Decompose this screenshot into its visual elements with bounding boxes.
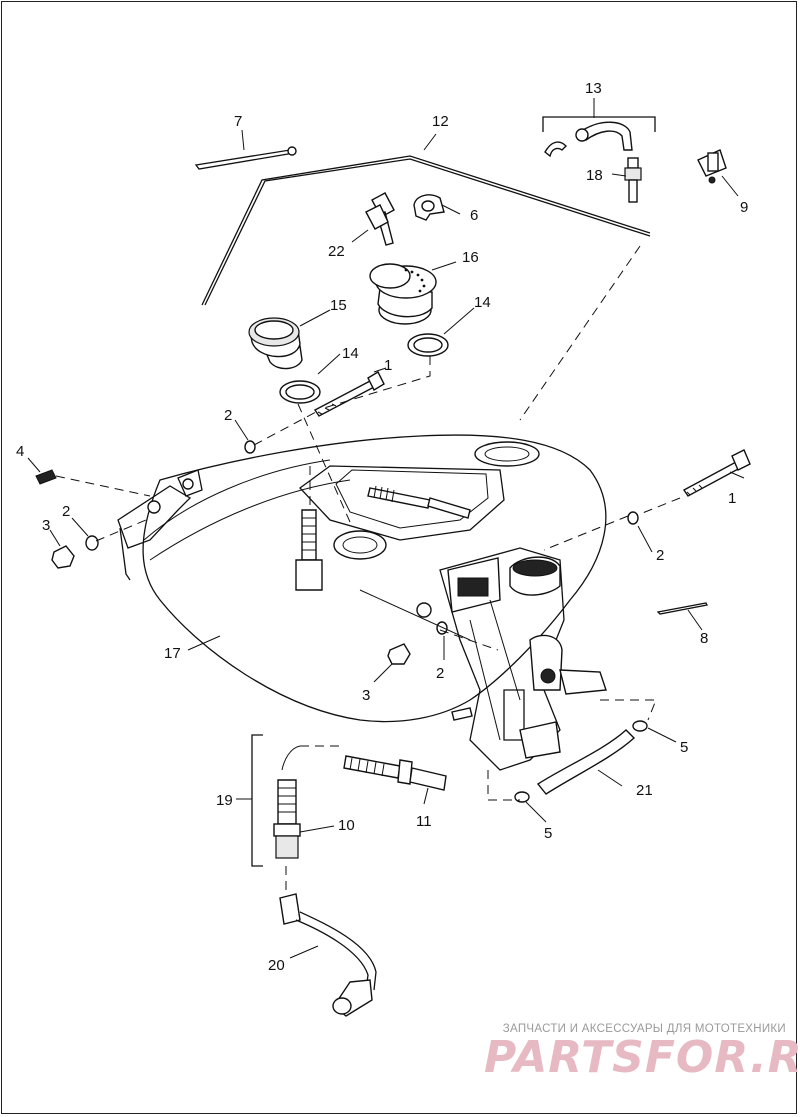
vent-valve-part <box>624 157 642 203</box>
washer-2b <box>85 535 99 551</box>
hose-21 <box>536 729 636 795</box>
clamp-5b <box>514 791 530 803</box>
wire-rod-outline <box>204 158 651 306</box>
callout-labels: 1 1 2 2 2 2 3 3 4 5 5 6 7 8 9 10 11 12 1… <box>16 80 748 974</box>
callout-1b: 1 <box>728 490 736 507</box>
fuel-tank-part <box>117 434 607 723</box>
fuel-cap-right-part <box>369 263 437 325</box>
callout-11: 11 <box>416 813 432 830</box>
washer-2a <box>244 440 256 454</box>
gasket-14-right <box>407 333 449 357</box>
callout-12: 12 <box>432 113 449 130</box>
fuel-fitting-11 <box>343 755 447 791</box>
washer-2c <box>627 511 639 525</box>
wire-rod-part <box>201 155 651 306</box>
callout-21: 21 <box>636 782 653 799</box>
bolt-1-left-part <box>313 371 385 417</box>
bolt-1-right-part <box>682 449 751 497</box>
watermark-tagline: ЗАПЧАСТИ И АКСЕССУАРЫ ДЛЯ МОТОТЕХНИКИ <box>502 1023 786 1035</box>
gasket-14-left <box>279 380 321 404</box>
clip-part-9 <box>697 149 727 184</box>
clip-nut-4 <box>35 469 57 485</box>
callout-7: 7 <box>234 113 242 130</box>
acorn-nut-3a <box>51 545 75 569</box>
callout-6: 6 <box>470 207 478 224</box>
clamp-5a <box>632 720 648 732</box>
callout-4: 4 <box>16 443 24 460</box>
key-part <box>365 192 395 246</box>
fuel-pump-module-part <box>439 547 607 771</box>
callout-2c: 2 <box>656 547 664 564</box>
callout-22: 22 <box>328 243 345 260</box>
callout-5b: 5 <box>544 825 552 842</box>
fuel-fitting-10 <box>273 745 301 859</box>
vent-hose-part <box>542 116 656 158</box>
crossover-line-20 <box>279 893 377 1017</box>
watermark-logo: PARTSFOR.RU <box>484 1032 800 1083</box>
callout-10: 10 <box>338 817 355 834</box>
callout-3b: 3 <box>362 687 370 704</box>
callout-19: 19 <box>216 792 233 809</box>
callout-5a: 5 <box>680 739 688 756</box>
callout-14b: 14 <box>474 294 491 311</box>
gauge-cap-left-part <box>248 317 303 370</box>
callout-20: 20 <box>268 957 285 974</box>
callout-14a: 14 <box>342 345 359 362</box>
callout-1a: 1 <box>384 357 392 374</box>
callout-2b: 2 <box>62 503 70 520</box>
callout-9: 9 <box>740 199 748 216</box>
assembly-dashed-lines <box>55 245 681 896</box>
callout-16: 16 <box>462 249 479 266</box>
p-clip-part <box>413 194 445 221</box>
callout-8: 8 <box>700 630 708 647</box>
callout-3a: 3 <box>42 517 50 534</box>
callout-2d: 2 <box>436 665 444 682</box>
leader-lines <box>27 98 745 959</box>
acorn-nut-3b <box>387 643 411 665</box>
callout-2a: 2 <box>224 407 232 424</box>
cable-strap-part <box>194 146 297 170</box>
group-bracket-19 <box>251 734 263 867</box>
pin-8 <box>656 602 708 615</box>
callout-18: 18 <box>586 167 603 184</box>
callout-17: 17 <box>164 645 181 662</box>
callout-15: 15 <box>330 297 347 314</box>
washer-2d <box>436 621 448 635</box>
callout-13: 13 <box>585 80 602 97</box>
